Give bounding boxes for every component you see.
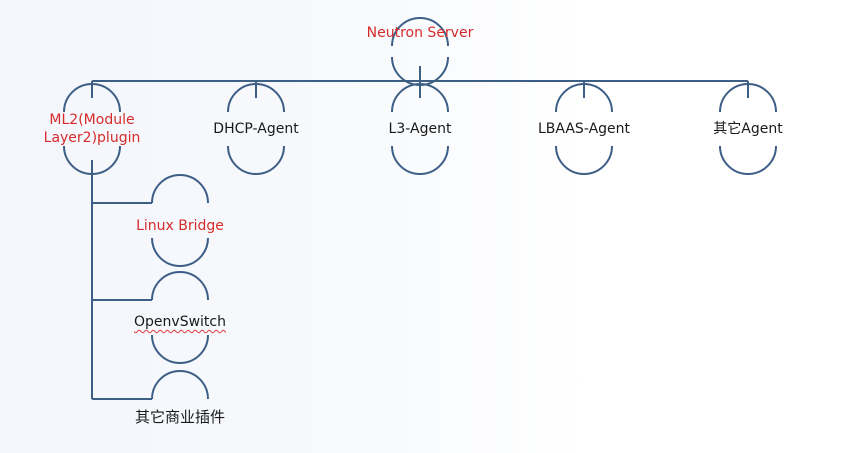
lbaas-top-arc	[555, 83, 613, 113]
l3-top-arc	[391, 83, 449, 113]
node-linux-bridge: Linux Bridge	[136, 218, 224, 234]
dhcp-bottom-arc	[227, 145, 285, 175]
l3-bottom-arc	[391, 145, 449, 175]
linux-bridge-bottom-arc	[151, 237, 209, 267]
node-ml2-plugin: ML2(Module Layer2)plugin	[17, 111, 167, 147]
other-agent-bottom-arc	[719, 145, 777, 175]
node-neutron-server: Neutron Server	[366, 25, 474, 41]
ml2-top-arc	[63, 83, 121, 113]
node-openvswitch-text: OpenvSwitch	[134, 314, 226, 330]
node-ml2-line1: ML2(Module	[49, 112, 135, 128]
root-top-arc	[391, 17, 449, 47]
other-agent-top-arc	[719, 83, 777, 113]
node-lbaas-agent: LBAAS-Agent	[537, 121, 631, 137]
node-ml2-line2: Layer2)plugin	[43, 130, 141, 146]
dhcp-top-arc	[227, 83, 285, 113]
node-l3-agent: L3-Agent	[388, 121, 452, 137]
openvswitch-top-arc	[151, 271, 209, 301]
node-other-plugin: 其它商业插件	[134, 408, 225, 426]
linux-bridge-top-arc	[151, 174, 209, 204]
node-other-agent: 其它Agent	[713, 121, 783, 137]
node-dhcp-agent: DHCP-Agent	[213, 121, 299, 137]
openvswitch-bottom-arc	[151, 334, 209, 364]
lbaas-bottom-arc	[555, 145, 613, 175]
node-openvswitch: OpenvSwitch	[105, 313, 255, 331]
other-plugin-top-arc	[151, 370, 209, 400]
